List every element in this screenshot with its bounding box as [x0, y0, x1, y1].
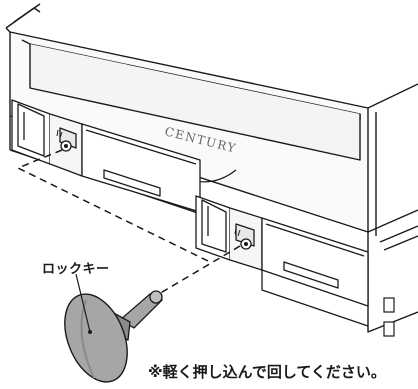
lock-key [64, 290, 164, 383]
enclosure-body [5, 3, 418, 333]
side-slots [383, 297, 395, 337]
right-tray [195, 195, 369, 327]
lock-icon [56, 129, 72, 152]
instruction-note: ※軽く押し込んで回してください。 [148, 363, 386, 381]
lock-key-label: ロックキー [42, 262, 110, 277]
label-leader [75, 273, 91, 333]
left-tray [11, 99, 201, 213]
leader-dot [88, 330, 92, 334]
guide-lines [16, 149, 241, 299]
lock-icon [234, 227, 252, 250]
